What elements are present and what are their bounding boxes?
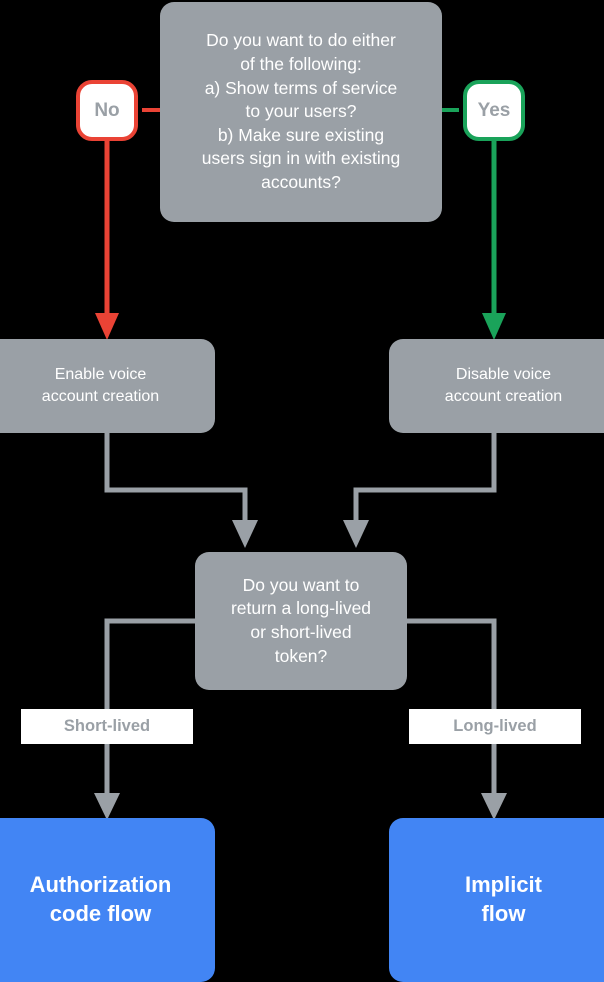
arrowhead-token-to-implicit bbox=[481, 793, 507, 820]
terminal-node-implicit-flow-text: Implicit flow bbox=[464, 872, 542, 926]
decision-node-terms-and-existing-users-text: Do you want to do either of the followin… bbox=[201, 30, 401, 193]
arrowhead-no-to-enable bbox=[95, 313, 119, 340]
terminal-node-implicit-flow[interactable]: Implicit flow bbox=[389, 818, 604, 982]
edge-token-to-implicit bbox=[407, 618, 497, 795]
process-node-disable-voice-account-creation[interactable]: Disable voice account creation bbox=[389, 339, 604, 433]
edge-label-short-lived-text: Short-lived bbox=[63, 717, 151, 735]
answer-node-no[interactable]: No bbox=[76, 80, 138, 141]
edge-enable-to-token bbox=[104, 433, 248, 522]
decision-node-token-lifetime[interactable]: Do you want to return a long-lived or sh… bbox=[195, 552, 407, 690]
arrowhead-enable-to-token bbox=[232, 520, 258, 548]
arrowhead-disable-to-token bbox=[343, 520, 369, 548]
process-node-disable-voice-account-creation-text: Disable voice account creation bbox=[444, 366, 563, 405]
arrowhead-yes-to-disable bbox=[482, 313, 506, 340]
edge-token-to-auth-code bbox=[104, 618, 195, 795]
edge-label-short-lived: Short-lived bbox=[21, 709, 193, 744]
terminal-node-authorization-code-flow[interactable]: Authorization code flow bbox=[0, 818, 215, 982]
process-node-enable-voice-account-creation[interactable]: Enable voice account creation bbox=[0, 339, 215, 433]
process-node-enable-voice-account-creation-text: Enable voice account creation bbox=[41, 366, 160, 405]
arrowhead-token-to-auth-code bbox=[94, 793, 120, 820]
edge-label-long-lived: Long-lived bbox=[409, 709, 581, 744]
terminal-node-authorization-code-flow-text: Authorization code flow bbox=[29, 872, 172, 926]
answer-node-yes[interactable]: Yes bbox=[463, 80, 525, 141]
edge-label-long-lived-text: Long-lived bbox=[453, 717, 537, 735]
answer-node-yes-label: Yes bbox=[477, 99, 511, 121]
edge-disable-to-token bbox=[353, 433, 497, 522]
answer-node-no-label: No bbox=[94, 99, 120, 121]
decision-node-token-lifetime-text: Do you want to return a long-lived or sh… bbox=[230, 574, 372, 666]
decision-node-terms-and-existing-users[interactable]: Do you want to do either of the followin… bbox=[160, 2, 442, 222]
